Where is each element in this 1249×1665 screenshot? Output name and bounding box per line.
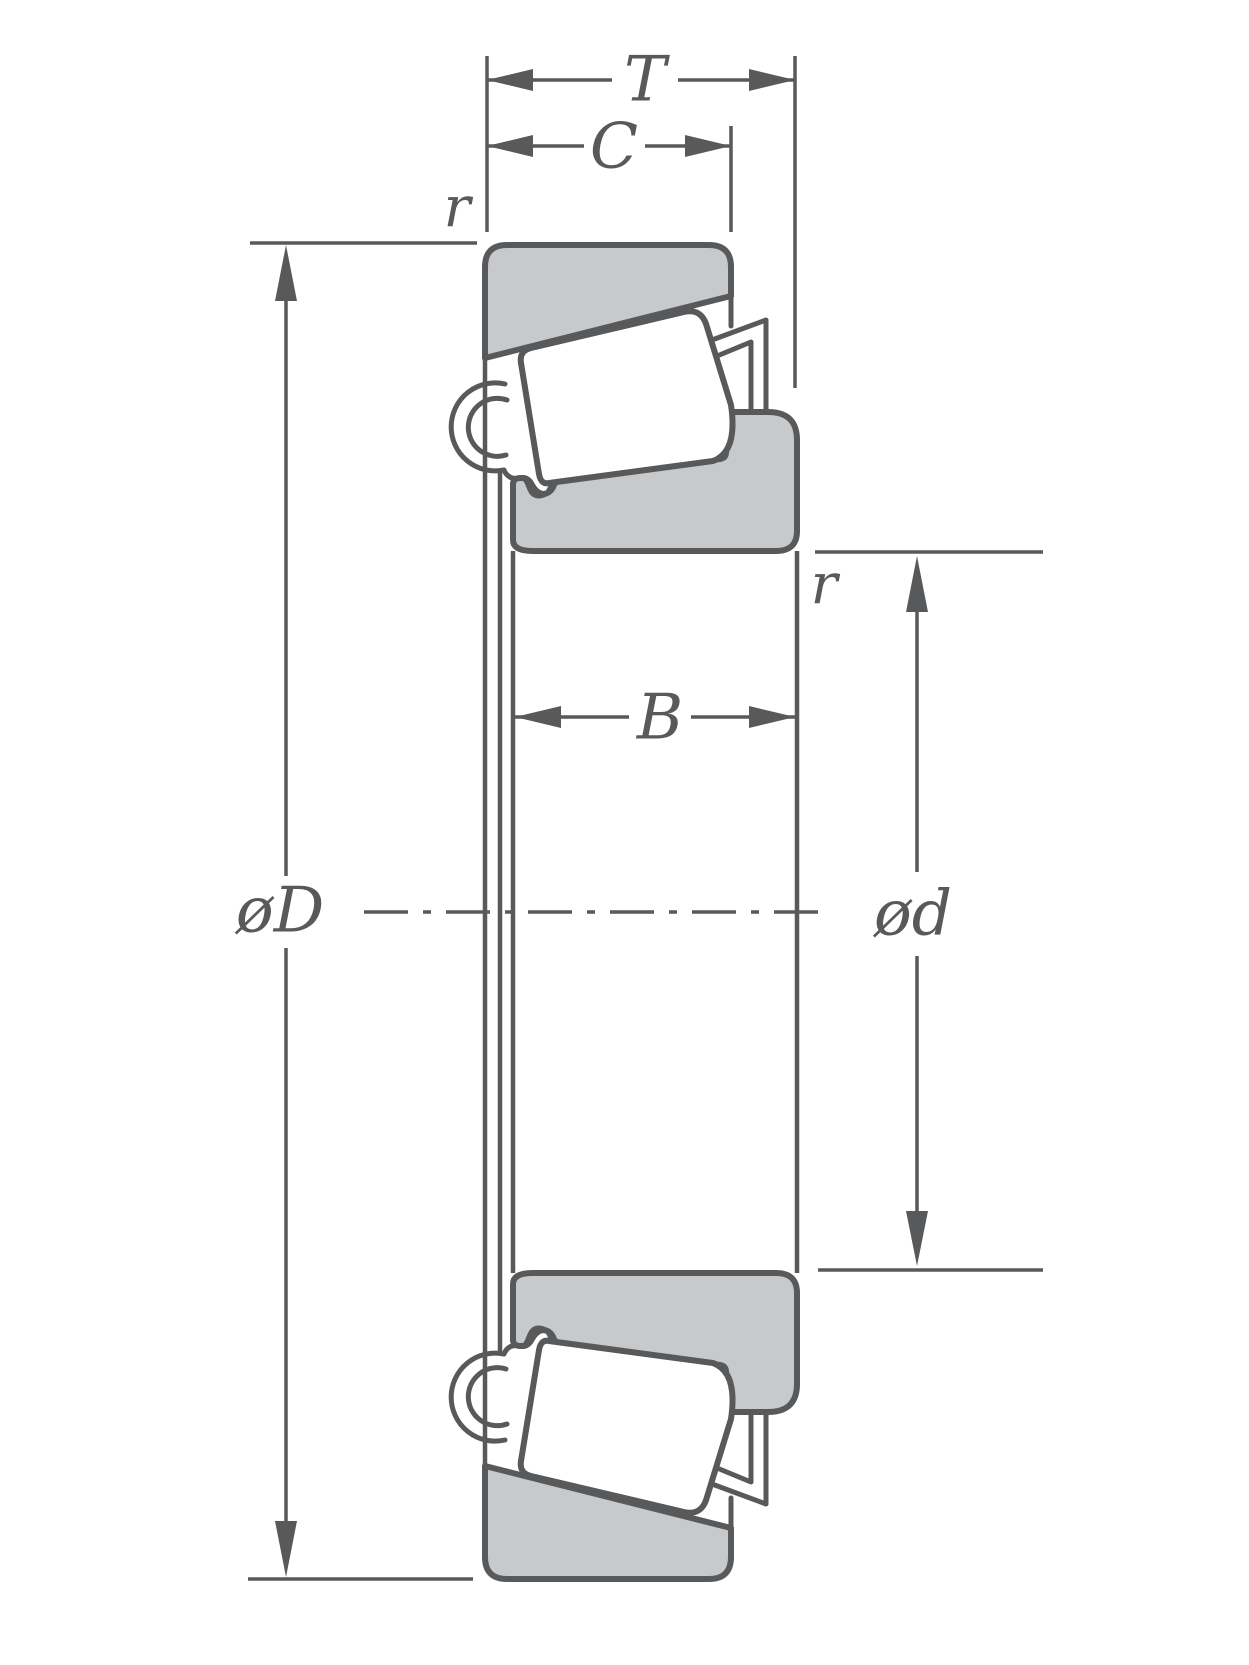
dimension-outer-diameter [248,241,477,1581]
oD-arrowhead-bottom [275,1521,297,1577]
label-outer-diameter-oD: øD [235,874,324,947]
cage-top [448,295,769,499]
label-bore-diameter-od: ød [873,877,952,950]
dimension-B [515,706,795,728]
roller-bottom [517,1337,736,1516]
dimension-C [487,126,733,232]
cage-hook-outer-top [448,380,553,499]
label-overall-width-T: T [624,43,670,116]
dimension-bore-diameter [815,550,1043,1272]
oD-arrowhead-top [275,245,297,301]
od-arrowhead-bottom [906,1211,928,1266]
C-arrowhead-left [487,135,533,157]
C-arrowhead-right [685,135,731,157]
label-cone-width-B: B [636,681,683,754]
cage-hook-inner-bottom [465,1365,510,1429]
cage-bottom [448,1325,769,1529]
B-arrowhead-right [749,706,795,728]
B-arrowhead-left [515,706,561,728]
label-cup-width-C: C [590,110,638,183]
cage-hook-outer-bottom [448,1325,553,1444]
T-arrowhead-right [749,69,795,91]
cage-big-end-strip-bottom [709,1410,769,1507]
label-radius-right-r: r [811,553,841,618]
roller-top [517,308,736,487]
label-radius-top-left-r: r [444,176,474,241]
cage-hook-inner-top [465,395,510,459]
dimension-T [485,56,797,388]
cage-big-end-strip-top [709,317,769,414]
od-arrowhead-top [906,556,928,612]
T-arrowhead-left [487,69,533,91]
